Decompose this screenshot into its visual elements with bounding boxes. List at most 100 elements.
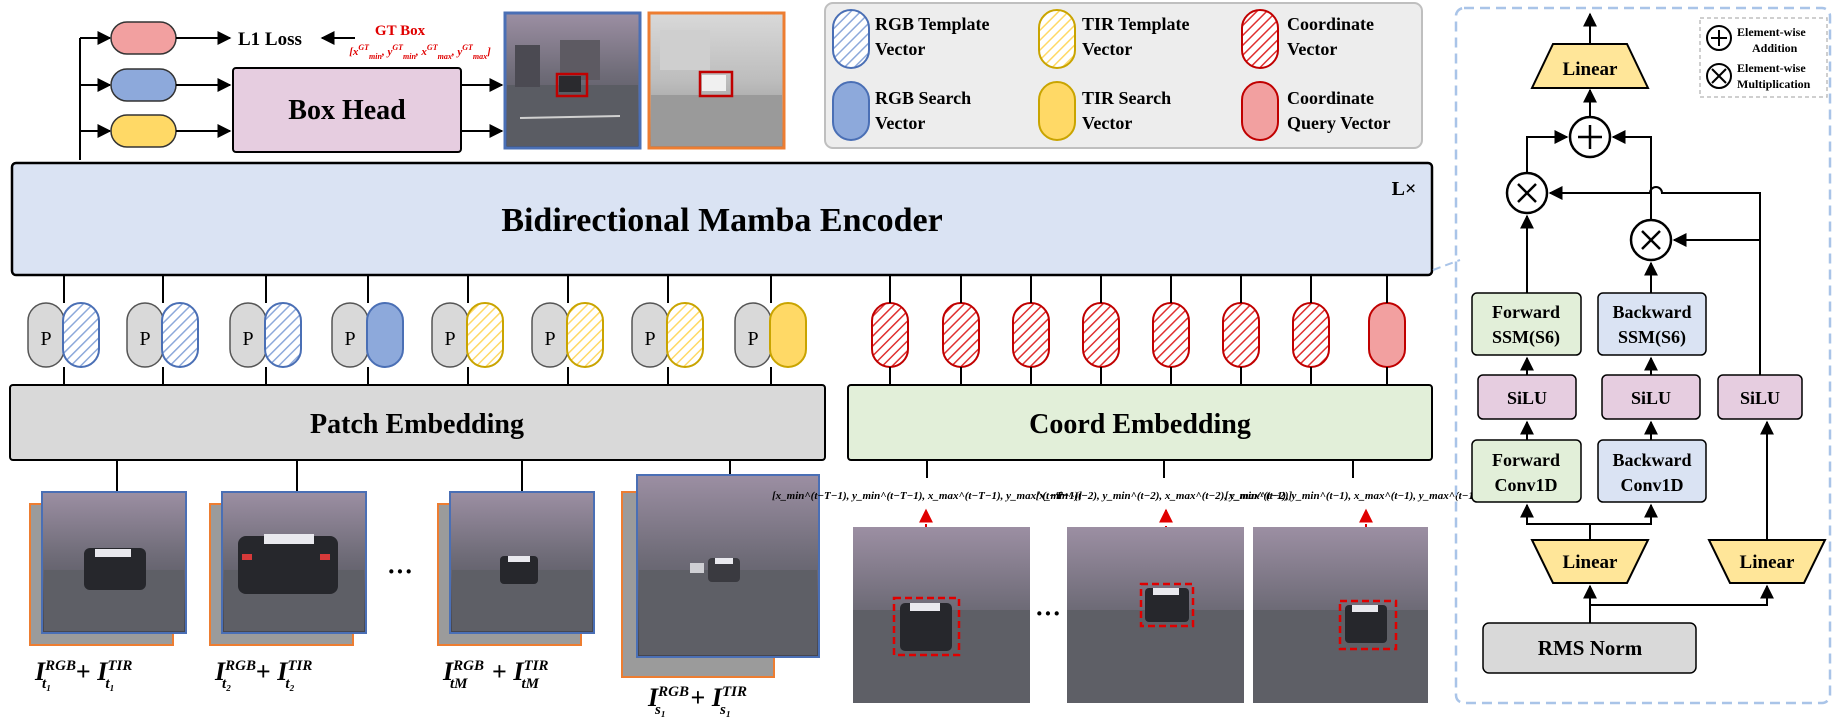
tir-template-token [466, 302, 504, 368]
output-section: L1 Loss GT Box [xGTmin, yGTmin, xGTmax, … [79, 11, 786, 160]
rgb-template-token [161, 302, 199, 368]
history-ellipsis: ··· [1035, 599, 1061, 628]
legend-tir-search-label: TIR Search [1082, 88, 1171, 108]
history-frame-1 [853, 527, 1030, 703]
box-head-label: Box Head [288, 95, 406, 126]
legend-coord-query-swatch [1241, 81, 1279, 141]
legend-tir-template-label-2: Vector [1082, 39, 1132, 59]
coord-label-t-2: [x_min^(t−2), y_min^(t−2), x_max^(t−2), … [1036, 490, 1293, 502]
gt-box-coords: [xGTmin, yGTmin, xGTmax, yGTmax] [349, 43, 491, 61]
coord-history: [x_min^(t−T−1), y_min^(t−T−1), x_max^(t−… [772, 460, 1482, 703]
position-token-label: P [747, 328, 758, 350]
mul-op-legend-label: Element-wise [1737, 61, 1806, 75]
linear-top-block [1530, 43, 1650, 89]
linear-left-label: Linear [1563, 552, 1618, 573]
add-op-legend-label-2: Addition [1752, 41, 1798, 55]
legend-rgb-search-label: RGB Search [875, 88, 971, 108]
encoder-repeat: L× [1392, 178, 1417, 200]
silu-forward-label: SiLU [1507, 388, 1547, 408]
coord-embedding-box [847, 384, 1433, 461]
legend-tir-template-swatch [1038, 9, 1076, 69]
template-frame-2 [209, 491, 367, 646]
tir-search-token [769, 302, 807, 368]
history-frame-2 [1067, 527, 1244, 703]
rgb-template-token [62, 302, 100, 368]
linear-left-block [1530, 539, 1650, 584]
tir-predicted-box [698, 70, 734, 98]
coordinate-token [871, 302, 909, 368]
template-frame-m [437, 491, 595, 646]
history-box-3 [1338, 599, 1398, 651]
encoder: Bidirectional Mamba Encoder L× [10, 161, 1434, 277]
coord-history-ellipsis-top: ··· [1055, 488, 1069, 503]
mamba-block-panel: Element-wise Addition Element-wise Multi… [1432, 6, 1832, 705]
backward-conv-label: Backward [1612, 450, 1691, 470]
encoder-box [10, 161, 1434, 277]
legend-tir-template-label: TIR Template [1082, 14, 1190, 34]
gt-box-title: GT Box [375, 23, 426, 39]
legend-rgb-template-label-2: Vector [875, 39, 925, 59]
tir-search-output-token [110, 114, 177, 148]
tir-template-token [666, 302, 704, 368]
linear-right-label: Linear [1740, 552, 1795, 573]
legend-rgb-template-swatch [832, 9, 870, 69]
rgb-predicted-box [555, 72, 589, 98]
coordinate-token [942, 302, 980, 368]
tir-template-token [566, 302, 604, 368]
forward-ssm-label-2: SSM(S6) [1492, 327, 1560, 348]
l1-loss-label: L1 Loss [238, 29, 302, 50]
history-box-2 [1139, 582, 1195, 628]
linear-top-label: Linear [1563, 59, 1618, 80]
position-token-label: P [644, 328, 655, 350]
patch-embedding-label: Patch Embedding [310, 409, 524, 440]
coord-query-token [1368, 302, 1406, 368]
mul-op-legend-label-2: Multiplication [1737, 77, 1811, 91]
coordinate-token [1222, 302, 1260, 368]
search-frame [621, 474, 820, 678]
position-token-label: P [40, 328, 51, 350]
legend-rgb-search-swatch [832, 81, 870, 141]
backward-ssm-label: Backward [1612, 302, 1691, 322]
patch-embedding-box [9, 384, 826, 461]
silu-gate-block [1717, 374, 1803, 420]
template-frame-1 [29, 491, 187, 646]
position-token-label: P [544, 328, 555, 350]
coordinate-token [1152, 302, 1190, 368]
encoder-title: Bidirectional Mamba Encoder [501, 202, 942, 239]
coord-label-t-T-1: [x_min^(t−T−1), y_min^(t−T−1), x_max^(t−… [772, 490, 1082, 502]
legend-tir-search-swatch [1038, 81, 1076, 141]
legend-rgb-template-label: RGB Template [875, 14, 990, 34]
legend-coord-query-label: Coordinate [1287, 88, 1374, 108]
coordinate-token [1082, 302, 1120, 368]
legend-tir-search-label-2: Vector [1082, 113, 1132, 133]
coordinate-token [1292, 302, 1330, 368]
add-op-legend-label: Element-wise [1737, 25, 1806, 39]
rgb-search-output-token [110, 68, 177, 102]
rgb-template-token [264, 302, 302, 368]
position-token-label: P [242, 328, 253, 350]
position-token-label: P [444, 328, 455, 350]
coord-embedding-label: Coord Embedding [1029, 409, 1251, 440]
forward-conv-label-2: Conv1D [1494, 475, 1557, 495]
position-token-label: P [344, 328, 355, 350]
forward-conv-label: Forward [1492, 450, 1560, 470]
rms-norm-label: RMS Norm [1538, 636, 1643, 660]
backward-ssm-label-2: SSM(S6) [1618, 327, 1686, 348]
legend-coordinate-swatch [1241, 9, 1279, 69]
coordinate-token [1012, 302, 1050, 368]
rgb-search-token [366, 302, 404, 368]
legend-coordinate-label-2: Vector [1287, 39, 1337, 59]
frames-ellipsis: ··· [387, 557, 413, 586]
coord-query-output-token [110, 21, 177, 55]
forward-ssm-label: Forward [1492, 302, 1560, 322]
rgb-output-frame [503, 11, 642, 150]
linear-right-block [1707, 539, 1827, 584]
history-frame-3 [1253, 527, 1428, 703]
